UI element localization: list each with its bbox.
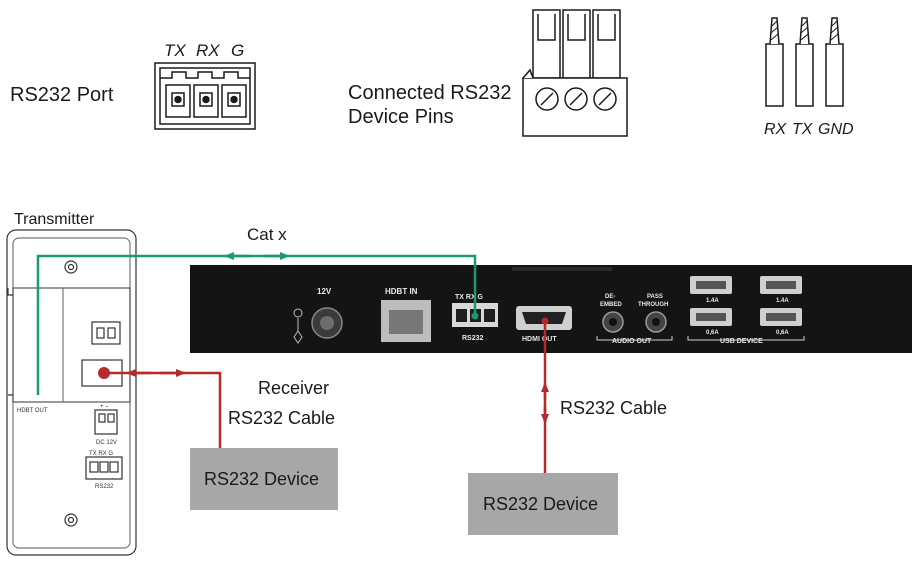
left-rs232-device: RS232 Device — [190, 448, 338, 510]
rx-hdbt-in-label: HDBT IN — [385, 287, 418, 296]
rx-audio-out-label: AUDIO OUT — [612, 338, 652, 345]
rx-usb-top-left: 1.4A — [706, 298, 719, 304]
rs232-plug-drawing — [522, 9, 628, 137]
connected-pins-label-line1: Connected RS232 — [348, 82, 511, 104]
cat-cable-label: Cat x — [247, 225, 287, 244]
tx-pins-label: TX RX G — [89, 451, 113, 457]
rx-de-embed-line2: EMBED — [600, 302, 622, 308]
stripped-wires-drawing — [765, 17, 844, 107]
receiver-cable-label-line1: Receiver — [258, 378, 329, 398]
rx-usb-device-label: USB DEVICE — [720, 338, 763, 345]
right-cable-label: RS232 Cable — [560, 398, 667, 418]
receiver-cable-label-line2: RS232 Cable — [228, 408, 335, 428]
tx-plus-minus: + – — [100, 404, 109, 410]
cat-cable — [36, 252, 477, 395]
rx-usb-bottom-left: 0,6A — [706, 330, 719, 336]
wire-label-rx: RX — [764, 121, 788, 138]
rx-pass-line1: PASS — [647, 294, 663, 300]
transmitter-wallplate — [6, 229, 137, 556]
rx-12v-label: 12V — [317, 287, 332, 296]
rx-usb-bottom-right: 0,6A — [776, 330, 789, 336]
tx-rs232-endpoint — [98, 367, 110, 379]
tx-dc-label: DC 12V — [96, 440, 117, 446]
connected-pins-label-line2: Device Pins — [348, 106, 454, 128]
rx-de-embed-line1: DE- — [605, 294, 615, 300]
rs232-port-drawing — [154, 62, 256, 130]
right-rs232-device: RS232 Device — [468, 473, 618, 535]
rx-rs232-endpoint — [541, 317, 549, 325]
pin-label-g: G — [231, 41, 244, 60]
rx-pass-line2: THROUGH — [638, 302, 668, 308]
tx-rs232-label: RS232 — [95, 484, 114, 490]
receiver-rs232-cable — [104, 369, 222, 448]
rx-rs232-pins-label: TX RX G — [455, 294, 484, 301]
right-device-label: RS232 Device — [483, 494, 598, 514]
receiver-panel — [190, 265, 912, 353]
pin-label-rx: RX — [196, 41, 220, 60]
cat-cable-endpoint — [471, 312, 479, 320]
rx-rs232-label: RS232 — [462, 335, 484, 342]
wire-label-tx: TX — [792, 121, 814, 138]
wire-labels: RX TX GND — [764, 121, 854, 138]
rx-hdmi-out-label: HDMI OUT — [522, 336, 557, 343]
wire-label-gnd: GND — [818, 121, 854, 138]
receiver-panel-labels: 12V HDBT IN TX RX G RS232 HDMI OUT DE- E… — [317, 287, 789, 345]
pin-label-tx: TX — [164, 41, 186, 60]
terminal-pin-labels: TX RX G — [164, 41, 244, 60]
rx-usb-top-right: 1.4A — [776, 298, 789, 304]
rs232-port-label: RS232 Port — [10, 84, 114, 106]
transmitter-title: Transmitter — [14, 211, 95, 228]
tx-hdbt-out-label: HDBT OUT — [17, 408, 48, 414]
left-device-label: RS232 Device — [204, 469, 319, 489]
